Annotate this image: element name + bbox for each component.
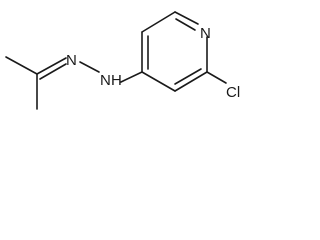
isopropylidene-group [5,56,67,110]
bond-n-n [79,61,100,73]
atom-label-chlorine: Cl [226,84,240,101]
ring-bond-c2-c3-inner [174,68,202,85]
atom-label-ring-n: N [200,25,211,42]
ring-bond-c6-n1-inner [175,18,196,31]
bond-nh-ring [120,71,143,83]
atom-label-amine-h: H [111,72,122,89]
ring-bond-c2-c3 [174,71,208,92]
chemical-structure-diagram: N N H N Cl [5,11,240,110]
ring-bond-c5-c6 [141,11,176,33]
hydrazone-linker [79,61,143,83]
bond-c2-cl [206,71,227,84]
atom-label-amine-n: N [100,72,111,89]
bond-methyl-upper [5,56,38,75]
bond-c-n-double-a [36,57,67,75]
ring-bond-c3-c4 [141,71,176,92]
bond-c-n-double-b [39,63,67,80]
ring-bond-c6-n1 [174,11,199,25]
atom-label-azine-n: N [66,52,77,69]
pyridine-ring [141,11,227,92]
